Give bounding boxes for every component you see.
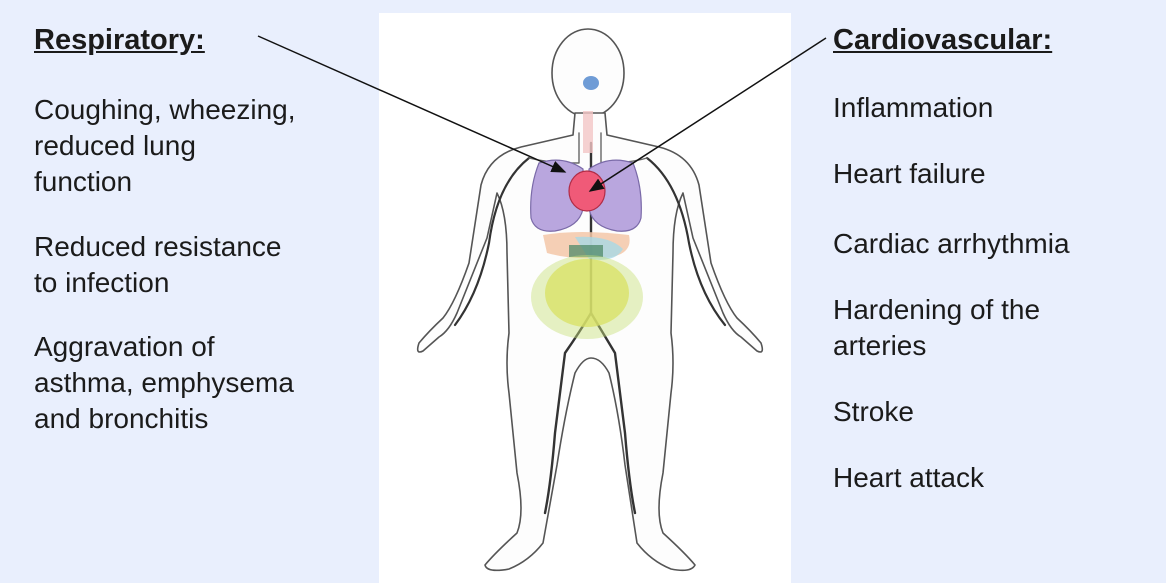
cardiovascular-item: Hardening of the arteries <box>833 292 1040 364</box>
respiratory-item: Aggravation of asthma, emphysema and bro… <box>34 329 294 437</box>
cardiovascular-item: Cardiac arrhythmia <box>833 226 1070 262</box>
respiratory-item: Reduced resistance to infection <box>34 229 281 301</box>
body-illustration-panel <box>379 13 791 583</box>
human-body-illustration <box>379 13 791 583</box>
cardiovascular-item: Heart failure <box>833 156 986 192</box>
large-intestine <box>531 255 643 339</box>
head-outline <box>552 29 624 117</box>
cardiovascular-heading: Cardiovascular: <box>833 24 1052 57</box>
cardiovascular-item: Stroke <box>833 394 914 430</box>
heart <box>569 171 605 211</box>
respiratory-heading: Respiratory: <box>34 24 205 57</box>
respiratory-item: Coughing, wheezing, reduced lung functio… <box>34 92 296 200</box>
cardiovascular-item: Heart attack <box>833 460 984 496</box>
brain-marker <box>583 76 599 90</box>
cardiovascular-item: Inflammation <box>833 90 993 126</box>
throat <box>583 111 593 153</box>
